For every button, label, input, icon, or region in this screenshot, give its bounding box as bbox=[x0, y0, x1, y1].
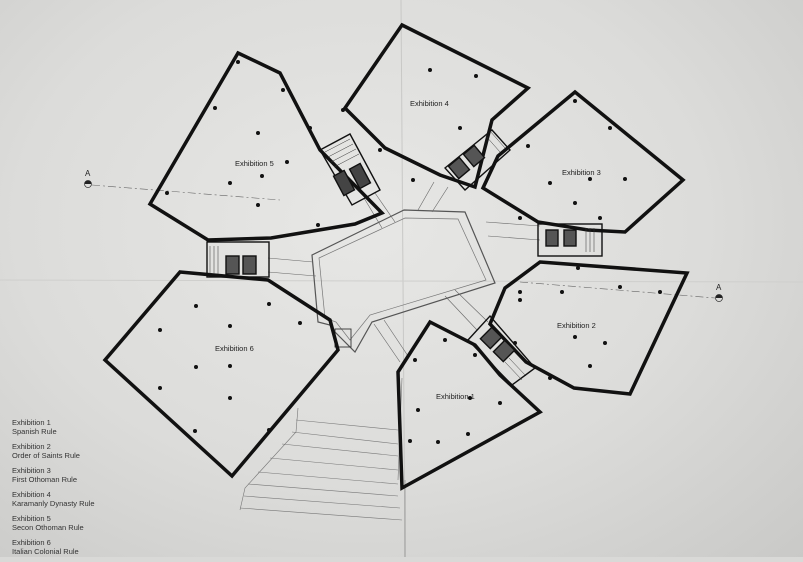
entrance-stairs bbox=[239, 377, 406, 557]
column-dot bbox=[588, 364, 592, 368]
legend-entry: Exhibition 3 First Othoman Rule bbox=[12, 466, 95, 484]
exhibition-legend: Exhibition 1 Spanish Rule Exhibition 2 O… bbox=[12, 418, 95, 562]
legend-period: Italian Colonial Rule bbox=[12, 547, 79, 556]
exhibition-wing-1 bbox=[396, 319, 543, 491]
column-dot bbox=[473, 353, 477, 357]
column-dot bbox=[416, 408, 420, 412]
service-cores bbox=[206, 129, 603, 386]
column-dot bbox=[256, 203, 260, 207]
legend-exhibition: Exhibition 5 bbox=[12, 514, 51, 523]
column-dot bbox=[260, 174, 264, 178]
column-dot bbox=[443, 338, 447, 342]
legend-entry: Exhibition 2 Order of Saints Rule bbox=[12, 442, 95, 460]
column-dot bbox=[228, 324, 232, 328]
legend-entry: Exhibition 5 Secon Othoman Rule bbox=[12, 514, 95, 532]
room-label-exhibition-4: Exhibition 4 bbox=[410, 99, 449, 108]
room-label-exhibition-5: Exhibition 5 bbox=[235, 159, 274, 168]
exhibition-wing-3 bbox=[480, 89, 686, 234]
column-dot bbox=[158, 328, 162, 332]
column-dot bbox=[518, 290, 522, 294]
room-label-exhibition-1: Exhibition 1 bbox=[436, 392, 475, 401]
column-dot bbox=[573, 335, 577, 339]
column-dot bbox=[194, 304, 198, 308]
column-dot bbox=[194, 365, 198, 369]
column-dot bbox=[560, 290, 564, 294]
column-dot bbox=[573, 99, 577, 103]
exhibition-wing-2 bbox=[487, 260, 690, 396]
column-dot bbox=[466, 432, 470, 436]
column-dot bbox=[518, 298, 522, 302]
column-dot bbox=[228, 396, 232, 400]
column-dot bbox=[285, 160, 289, 164]
column-dot bbox=[281, 88, 285, 92]
column-dot bbox=[588, 177, 592, 181]
paper-fold bbox=[0, 279, 803, 283]
column-dot bbox=[428, 68, 432, 72]
column-dot bbox=[436, 440, 440, 444]
exhibition-wing-5 bbox=[147, 50, 386, 242]
paper-fold bbox=[400, 0, 406, 557]
column-dot bbox=[256, 131, 260, 135]
legend-exhibition: Exhibition 3 bbox=[12, 466, 51, 475]
column-dot bbox=[228, 364, 232, 368]
column-grid bbox=[158, 60, 662, 444]
column-dot bbox=[408, 439, 412, 443]
column-dot bbox=[548, 376, 552, 380]
column-dot bbox=[576, 266, 580, 270]
column-dot bbox=[193, 429, 197, 433]
legend-period: Order of Saints Rule bbox=[12, 451, 80, 460]
column-dot bbox=[341, 108, 345, 112]
column-dot bbox=[618, 285, 622, 289]
column-dot bbox=[468, 396, 472, 400]
section-label-right: A bbox=[716, 283, 722, 292]
legend-period: First Othoman Rule bbox=[12, 475, 78, 484]
column-dot bbox=[298, 321, 302, 325]
column-dot bbox=[267, 302, 271, 306]
column-dot bbox=[548, 181, 552, 185]
column-dot bbox=[513, 341, 517, 345]
column-dot bbox=[316, 223, 320, 227]
bridges bbox=[267, 181, 541, 363]
room-label-exhibition-3: Exhibition 3 bbox=[562, 168, 601, 177]
legend-entry: Exhibition 6 Italian Colonial Rule bbox=[12, 538, 95, 556]
column-dot bbox=[603, 341, 607, 345]
column-dot bbox=[411, 178, 415, 182]
column-dot bbox=[308, 126, 312, 130]
exhibition-wing-6 bbox=[102, 270, 340, 479]
legend-period: Secon Othoman Rule bbox=[12, 523, 84, 532]
legend-entry: Exhibition 4 Karamanly Dynasty Rule bbox=[12, 490, 95, 508]
legend-entry: Exhibition 1 Spanish Rule bbox=[12, 418, 95, 436]
section-label-left: A bbox=[85, 169, 91, 178]
column-dot bbox=[267, 428, 271, 432]
column-dot bbox=[165, 191, 169, 195]
column-dot bbox=[518, 216, 522, 220]
column-dot bbox=[474, 74, 478, 78]
column-dot bbox=[608, 126, 612, 130]
legend-exhibition: Exhibition 4 bbox=[12, 490, 51, 499]
column-dot bbox=[598, 216, 602, 220]
column-dot bbox=[236, 60, 240, 64]
column-dot bbox=[573, 201, 577, 205]
legend-exhibition: Exhibition 6 bbox=[12, 538, 51, 547]
legend-period: Karamanly Dynasty Rule bbox=[12, 499, 95, 508]
column-dot bbox=[158, 386, 162, 390]
column-dot bbox=[413, 358, 417, 362]
room-label-exhibition-2: Exhibition 2 bbox=[557, 321, 596, 330]
room-label-exhibition-6: Exhibition 6 bbox=[215, 344, 254, 353]
column-dot bbox=[228, 181, 232, 185]
column-dot bbox=[378, 148, 382, 152]
legend-exhibition: Exhibition 2 bbox=[12, 442, 51, 451]
column-dot bbox=[498, 401, 502, 405]
column-dot bbox=[526, 144, 530, 148]
column-dot bbox=[623, 177, 627, 181]
section-line: A A bbox=[84, 169, 723, 302]
column-dot bbox=[213, 106, 217, 110]
legend-exhibition: Exhibition 1 bbox=[12, 418, 51, 427]
column-dot bbox=[458, 126, 462, 130]
legend-period: Spanish Rule bbox=[12, 427, 57, 436]
column-dot bbox=[658, 290, 662, 294]
